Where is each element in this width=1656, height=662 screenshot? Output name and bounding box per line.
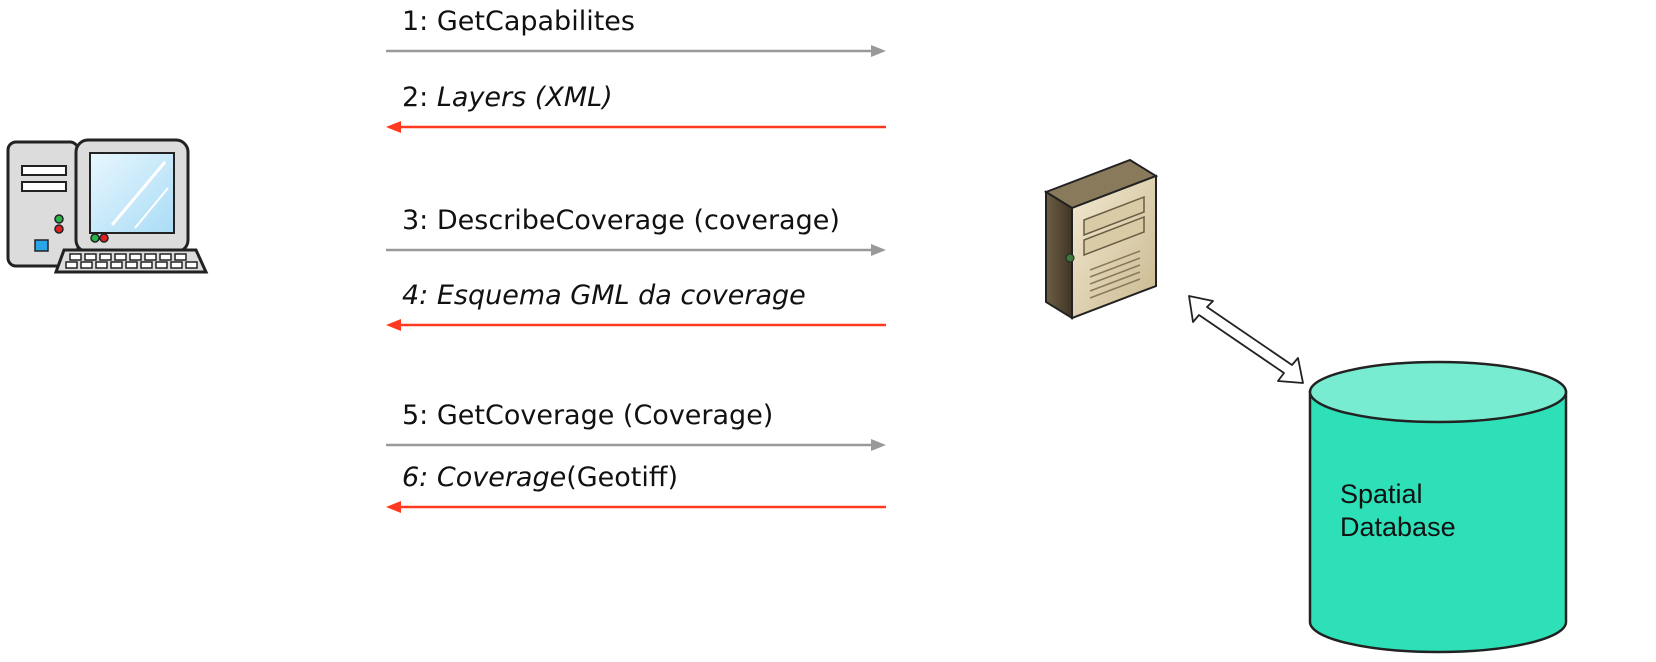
database-label-line-2: Database [1340, 512, 1456, 542]
message-label-2: 2: Layers (XML) [402, 82, 613, 114]
message-number: 2: [402, 82, 437, 113]
message-label-3: 3: DescribeCoverage (coverage) [402, 205, 840, 237]
message-arrow-6 [386, 501, 886, 513]
message-arrow-1 [386, 45, 886, 57]
message-arrow-5 [386, 439, 886, 451]
message-label-4: 4: Esquema GML da coverage [402, 280, 806, 312]
message-label-6: 6: Coverage(Geotiff) [402, 462, 678, 494]
message-arrow-3 [386, 244, 886, 256]
database-label: Spatial Database [1340, 478, 1456, 544]
message-text: DescribeCoverage (coverage) [436, 205, 840, 236]
message-text: GetCoverage (Coverage) [436, 400, 774, 431]
message-text: 4: Esquema GML da coverage [402, 280, 806, 311]
message-arrow-2 [386, 121, 886, 133]
message-arrow-4 [386, 319, 886, 331]
server-tower-icon [1043, 158, 1159, 320]
database-label-line-1: Spatial [1340, 479, 1423, 509]
message-number: 1: [402, 6, 437, 37]
message-text: 6: Coverage [402, 462, 567, 493]
message-text: GetCapabilites [436, 6, 635, 37]
message-number: 5: [402, 400, 437, 431]
message-label-1: 1: GetCapabilites [402, 6, 635, 38]
message-suffix: (Geotiff) [566, 462, 679, 493]
bidirectional-arrow [1188, 295, 1304, 384]
message-text: Layers (XML) [436, 82, 613, 113]
message-label-5: 5: GetCoverage (Coverage) [402, 400, 773, 432]
message-number: 3: [402, 205, 437, 236]
spatial-database-cylinder [1308, 360, 1568, 654]
desktop-computer-icon [6, 138, 209, 274]
